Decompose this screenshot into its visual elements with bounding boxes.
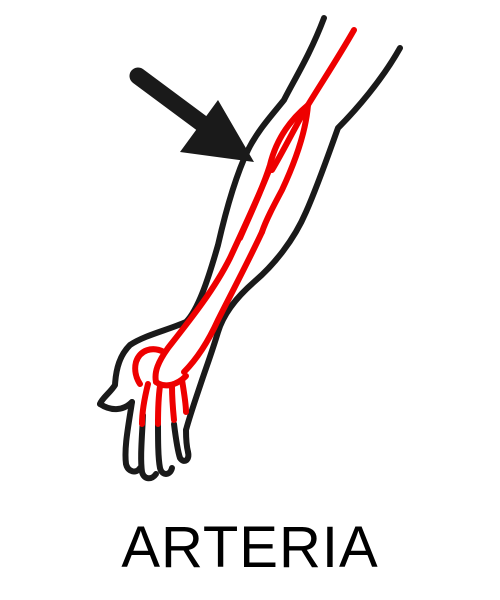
arrow-down-right-icon [129,67,254,162]
arm-outline-right [183,45,403,433]
ulnar-artery [181,229,265,375]
thumb-outline [97,399,135,412]
caption-label: ARTERIA [121,515,379,580]
artery-branch-right [259,102,311,235]
finger-outline-1 [122,399,143,475]
digital-artery-3 [169,383,177,423]
thumb-artery [132,346,167,387]
finger-outline-2 [138,412,159,482]
arrow-head [180,100,254,162]
arteries [132,27,357,427]
finger-outline-3 [155,417,175,477]
arm-outline-left [97,15,327,407]
finger-outline-4 [171,421,192,464]
digital-artery-2 [155,383,163,427]
radial-artery [152,165,273,385]
arm-outline [97,15,403,482]
arrow-shaft [129,67,217,137]
digital-artery-4 [179,377,189,415]
finger-outline-5 [183,427,191,455]
digital-artery-1 [139,381,151,427]
